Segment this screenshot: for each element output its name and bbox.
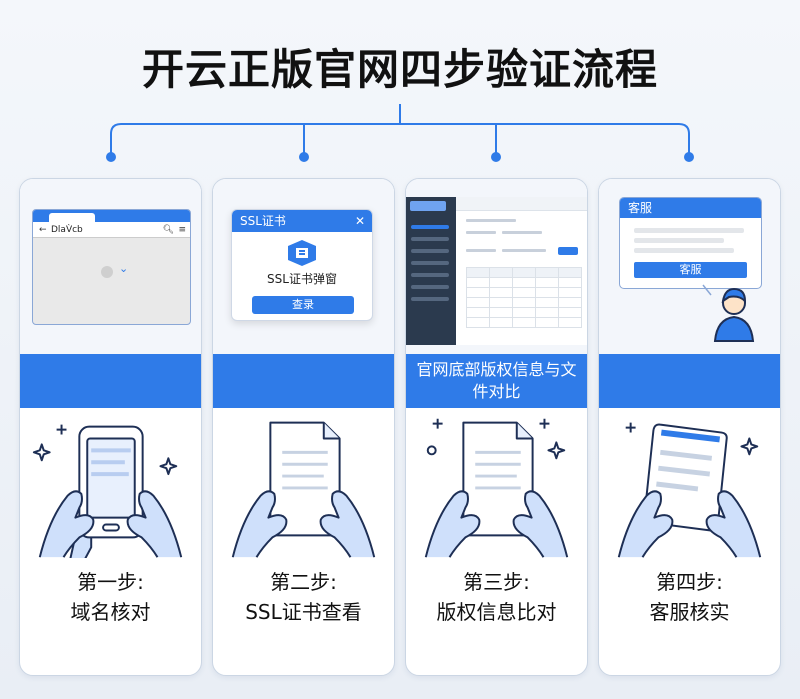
step-name: 域名核对 <box>70 600 151 624</box>
step-band <box>213 354 394 408</box>
step-card-4: 客服 客服 第四步: 客服核实 <box>598 178 781 676</box>
tablet-in-hands-icon <box>617 422 762 558</box>
admin-table <box>466 267 582 328</box>
dialog-button[interactable]: 查录 <box>252 296 354 314</box>
page-title: 开云正版官网四步验证流程 <box>141 45 658 94</box>
admin-search-button <box>558 247 578 255</box>
menu-icon: ≡ <box>178 225 186 235</box>
connector-node <box>106 152 116 162</box>
connector-node <box>299 152 309 162</box>
browser-window: ← DlaV̀cb 🔍︎ ≡ ⌄ <box>32 209 191 325</box>
step-band <box>599 354 780 408</box>
certificate-logo-icon <box>288 240 316 266</box>
support-chat-window: 客服 客服 <box>619 197 762 289</box>
chat-title: 客服 <box>620 198 761 218</box>
step-band: 官网底部版权信息与文件对比 <box>406 354 587 408</box>
connector-node <box>684 152 694 162</box>
phone-in-hands-icon <box>32 424 183 558</box>
step-card-1: ← DlaV̀cb 🔍︎ ≡ ⌄ 第一步: 域名核对 <box>19 178 202 676</box>
step-number: 第一步: <box>77 570 144 594</box>
admin-sidebar <box>406 197 456 345</box>
step-number: 第二步: <box>270 570 337 594</box>
step-card-2: SSL证书 ✕ SSL证书弹窗 查录 第二步: SSL证书查看 <box>212 178 395 676</box>
dialog-text: SSL证书弹窗 <box>267 272 337 286</box>
close-icon[interactable]: ✕ <box>354 214 365 228</box>
step-label: 第三步: 版权信息比对 <box>406 567 587 627</box>
ssl-dialog: SSL证书 ✕ SSL证书弹窗 查录 <box>231 209 373 321</box>
step-name: 版权信息比对 <box>436 600 557 624</box>
dialog-title: SSL证书 <box>240 214 286 228</box>
step-card-3: 官网底部版权信息与文件对比 第三步: 版权信息比对 <box>405 178 588 676</box>
search-icon: 🔍︎ <box>162 225 174 235</box>
card-ui-preview <box>406 179 587 354</box>
chevron-down-icon: ⌄ <box>119 262 129 275</box>
step-label: 第四步: 客服核实 <box>599 567 780 627</box>
step-label: 第一步: 域名核对 <box>20 567 201 627</box>
step-name: 客服核实 <box>649 600 730 624</box>
admin-panel-screenshot <box>406 197 587 345</box>
agent-avatar-icon <box>702 284 755 342</box>
card-ui-preview: ← DlaV̀cb 🔍︎ ≡ ⌄ <box>20 179 201 354</box>
spinner-icon <box>101 266 113 278</box>
step-number: 第四步: <box>656 570 723 594</box>
back-arrow-icon: ← <box>39 225 47 235</box>
step-number: 第三步: <box>463 570 530 594</box>
admin-header <box>456 197 587 211</box>
card-ui-preview: SSL证书 ✕ SSL证书弹窗 查录 <box>213 179 394 354</box>
card-ui-preview: 客服 客服 <box>599 179 780 354</box>
step-label: 第二步: SSL证书查看 <box>213 567 394 627</box>
document-in-hands-icon <box>231 421 376 558</box>
document-in-hands-icon <box>424 418 569 558</box>
url-text: DlaV̀cb <box>51 225 83 235</box>
step-band <box>20 354 201 408</box>
connector-node <box>491 152 501 162</box>
step-name: SSL证书查看 <box>245 600 362 624</box>
chat-button[interactable]: 客服 <box>634 262 747 278</box>
